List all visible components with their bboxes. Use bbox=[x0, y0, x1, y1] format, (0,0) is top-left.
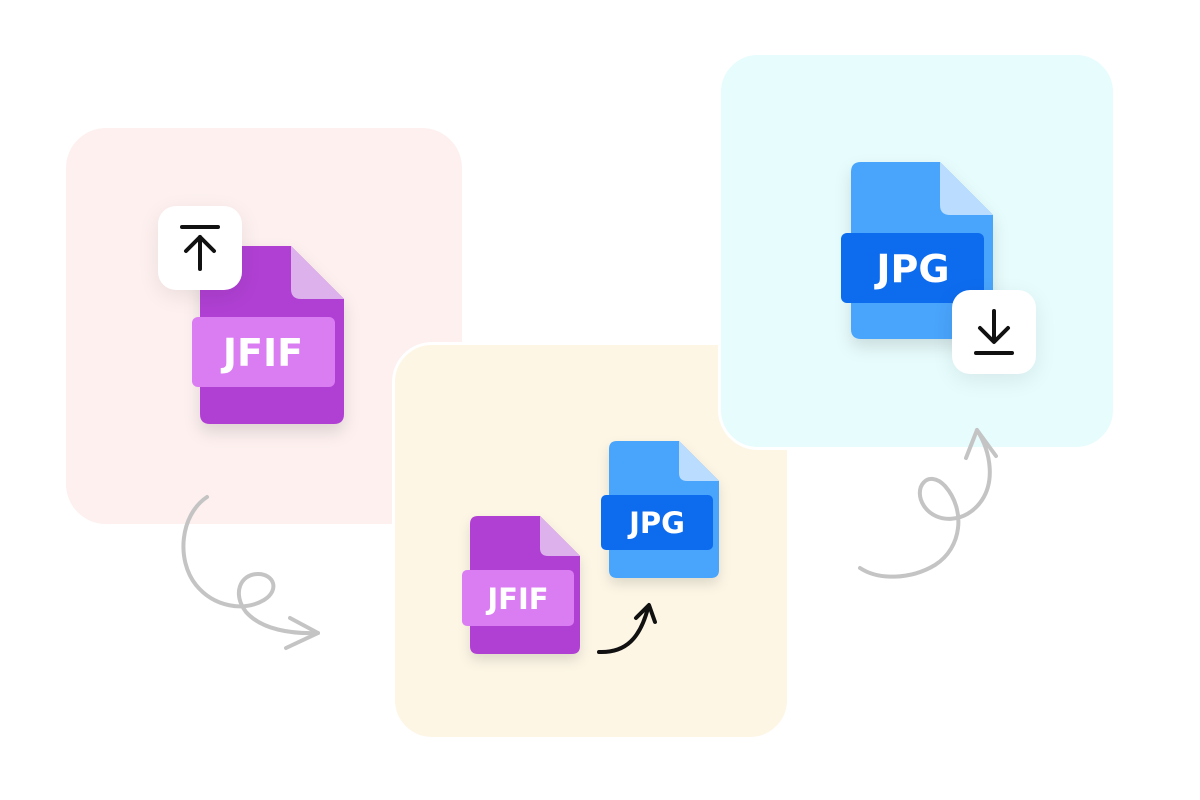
jfif-file-icon: JFIF bbox=[192, 246, 344, 424]
jfif-file-label: JFIF bbox=[220, 331, 303, 375]
upload-button[interactable] bbox=[158, 206, 242, 290]
upload-arrow-icon bbox=[180, 225, 220, 271]
source-jfif-file-icon: JFIF bbox=[462, 516, 580, 654]
source-jfif-label: JFIF bbox=[485, 582, 548, 616]
target-jpg-file-icon: JPG bbox=[601, 441, 719, 578]
target-jpg-label: JPG bbox=[627, 506, 685, 540]
download-arrow-icon bbox=[974, 309, 1014, 355]
jpg-file-label: JPG bbox=[873, 247, 949, 291]
download-button[interactable] bbox=[952, 290, 1036, 374]
jpg-file-icon: JPG bbox=[841, 162, 993, 339]
curved-arrow-icon bbox=[597, 603, 657, 655]
